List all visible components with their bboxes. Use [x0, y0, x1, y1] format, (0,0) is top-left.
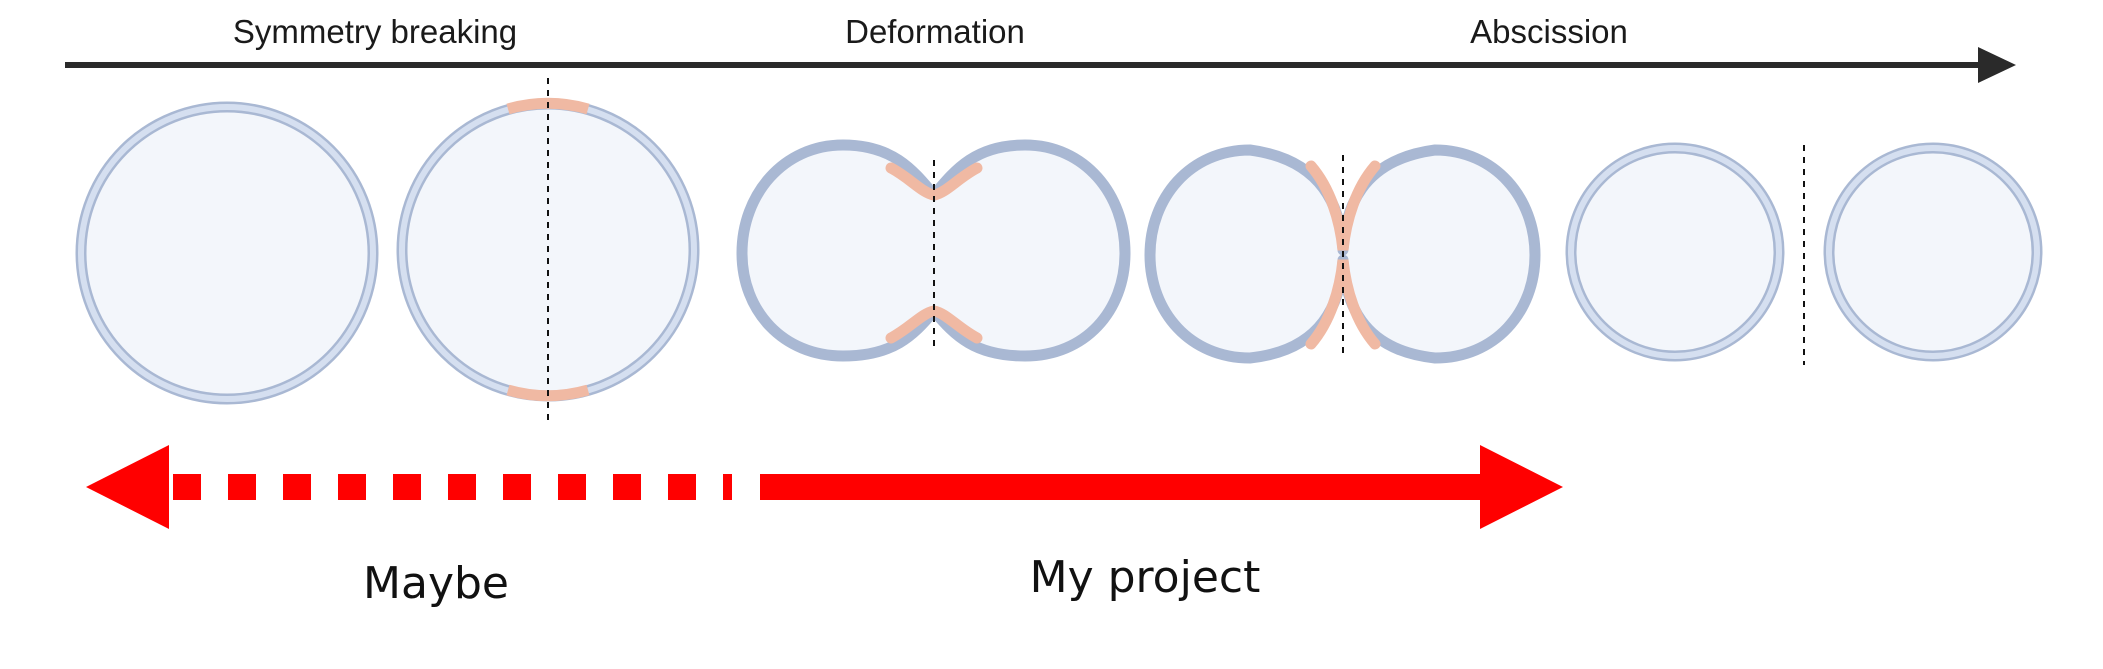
stage-label-deformation: Deformation [845, 13, 1025, 50]
daughter-cells [1565, 142, 2043, 365]
timeline-arrowhead [1978, 47, 2016, 83]
cell-late-furrow [1144, 144, 1541, 364]
cell-early-furrow [736, 139, 1131, 362]
cell-polarized [396, 78, 700, 420]
stage-label-abscission: Abscission [1470, 13, 1628, 50]
cell-round [75, 101, 379, 405]
project-arrowhead [1480, 445, 1563, 529]
timeline: Symmetry breaking Deformation Abscission [65, 13, 2016, 83]
project-arrow-shaft [760, 474, 1482, 500]
range-arrows [86, 445, 1563, 529]
stage-label-symmetry-breaking: Symmetry breaking [233, 13, 517, 50]
maybe-arrowhead [86, 445, 169, 529]
range-label-my-project: My project [1030, 552, 1261, 603]
range-label-maybe: Maybe [363, 558, 509, 609]
